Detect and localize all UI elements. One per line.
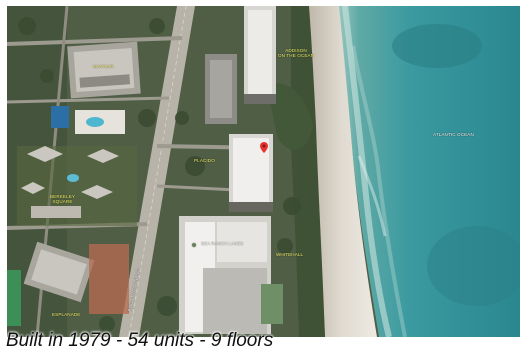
berkeley-square-complex [17,146,137,226]
map-label-mayfair: MAYFAIR [93,64,114,69]
poi-marker-icon[interactable] [191,242,197,248]
map-label-poi: Sea Ranch Lakes [201,241,244,246]
main-road [119,6,195,337]
map-label-whitehall: WHITEHALL [276,252,304,257]
aerial-imagery [7,6,520,337]
map-label-addison: ADDISON ON THE OCEAN [278,48,315,59]
building-caption: Built in 1979 - 54 units - 9 floors [6,330,274,351]
map-label-esplanade: ESPLANADE [52,312,81,317]
map-label-berkeley-square: BERKELEY SQUARE [50,194,76,205]
map-label-placido: PLACIDO [194,158,215,163]
beach-area [307,6,377,337]
location-pin-icon[interactable] [260,142,268,153]
map-label-ocean: ATLANTIC OCEAN [433,132,474,137]
aerial-map[interactable]: MAYFAIR ADDISON ON THE OCEAN ATLANTIC OC… [7,6,520,337]
